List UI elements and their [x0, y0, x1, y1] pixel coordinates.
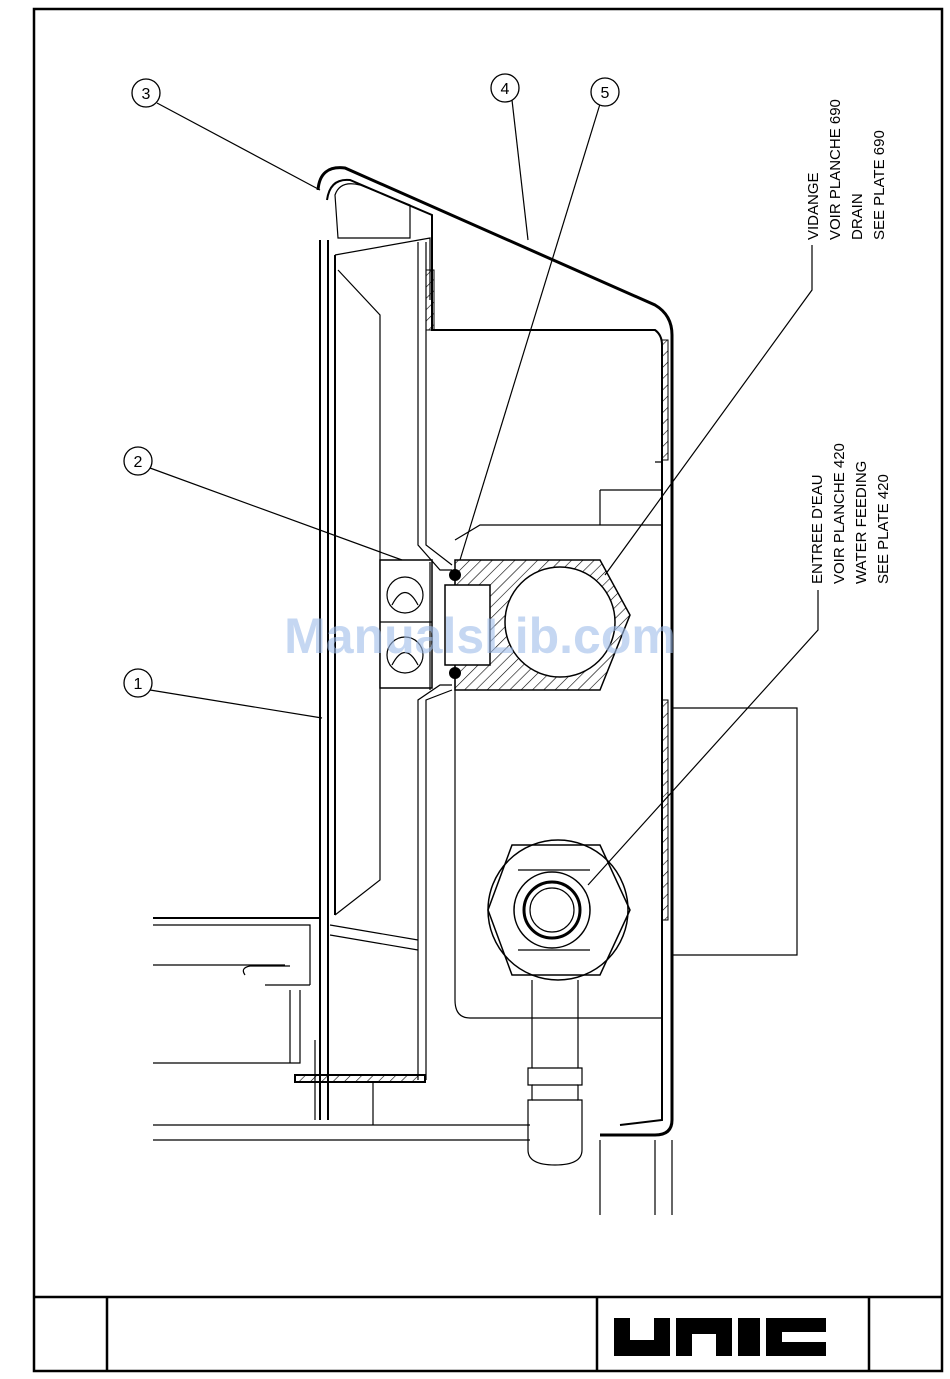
svg-text:DRAIN: DRAIN	[849, 193, 866, 240]
drain-note: VIDANGE VOIR PLANCHE 690 DRAIN SEE PLATE…	[805, 99, 888, 240]
unic-logo	[614, 1318, 848, 1356]
svg-text:1: 1	[134, 676, 143, 693]
mechanical-assembly	[153, 168, 797, 1215]
svg-text:2: 2	[134, 454, 143, 471]
svg-text:VIDANGE: VIDANGE	[805, 172, 822, 240]
water-note: ENTREE D'EAU VOIR PLANCHE 420 WATER FEED…	[809, 443, 892, 584]
svg-text:VOIR PLANCHE 690: VOIR PLANCHE 690	[827, 99, 844, 240]
svg-text:VOIR PLANCHE 420: VOIR PLANCHE 420	[831, 443, 848, 584]
svg-text:3: 3	[142, 86, 151, 103]
svg-text:ENTREE D'EAU: ENTREE D'EAU	[809, 474, 826, 584]
svg-text:SEE PLATE 690: SEE PLATE 690	[871, 130, 888, 240]
water-inlet-nut	[488, 845, 630, 975]
title-block	[34, 1297, 942, 1371]
svg-text:WATER FEEDING: WATER FEEDING	[853, 461, 870, 584]
leader-lines	[150, 100, 818, 885]
callout-2: 2	[124, 447, 152, 475]
callout-3: 3	[132, 79, 160, 107]
svg-text:5: 5	[601, 85, 610, 102]
callout-5: 5	[591, 78, 619, 106]
callout-1: 1	[124, 669, 152, 697]
svg-text:4: 4	[501, 81, 510, 98]
svg-text:SEE PLATE 420: SEE PLATE 420	[875, 474, 892, 584]
callout-4: 4	[491, 74, 519, 102]
watermark: ManualsLib.com	[284, 608, 676, 664]
